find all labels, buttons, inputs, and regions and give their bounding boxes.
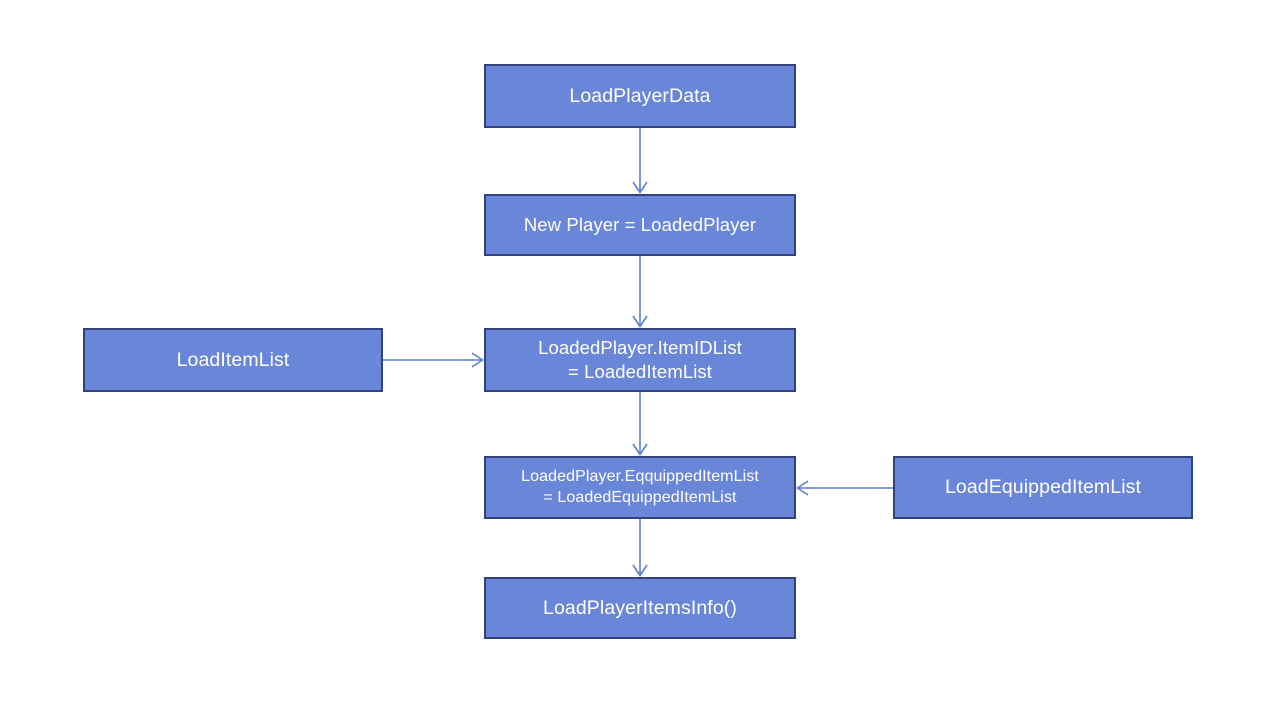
node-label-line-2: = LoadedItemList: [567, 361, 713, 382]
node-label: LoadPlayerData: [569, 84, 711, 107]
node-label: LoadedPlayer.ItemIDList = LoadedItemList: [486, 336, 794, 383]
node-label: LoadedPlayer.EqquippedItemList = LoadedE…: [486, 467, 794, 508]
edge-item-id-list-to-equipped-item-list: [632, 392, 648, 456]
node-label: LoadItemList: [176, 348, 290, 371]
node-load-equipped-item-list[interactable]: LoadEquippedItemList: [893, 456, 1193, 519]
node-label: LoadEquippedItemList: [944, 476, 1142, 499]
node-label-line-2: = LoadedEquippedItemList: [543, 488, 737, 506]
edge-equipped-item-list-to-load-player-items-info: [632, 519, 648, 577]
node-label-line-1: LoadedPlayer.EqquippedItemList: [521, 468, 759, 486]
node-label-line-1: LoadedPlayer.ItemIDList: [538, 337, 742, 359]
node-label: New Player = LoadedPlayer: [523, 214, 757, 236]
node-load-item-list[interactable]: LoadItemList: [83, 328, 383, 392]
node-new-player-assign[interactable]: New Player = LoadedPlayer: [484, 194, 796, 256]
edge-load-item-list-to-item-id-list: [383, 352, 484, 368]
edge-load-equipped-item-list-to-equipped-item-list: [796, 480, 893, 496]
node-load-player-items-info[interactable]: LoadPlayerItemsInfo(): [484, 577, 796, 639]
edge-new-player-to-item-id-list: [632, 256, 648, 328]
node-equipped-item-list-assign[interactable]: LoadedPlayer.EqquippedItemList = LoadedE…: [484, 456, 796, 519]
node-load-player-data[interactable]: LoadPlayerData: [484, 64, 796, 128]
node-item-id-list-assign[interactable]: LoadedPlayer.ItemIDList = LoadedItemList: [484, 328, 796, 392]
edge-load-player-data-to-new-player: [632, 128, 648, 194]
node-label: LoadPlayerItemsInfo(): [543, 596, 737, 619]
